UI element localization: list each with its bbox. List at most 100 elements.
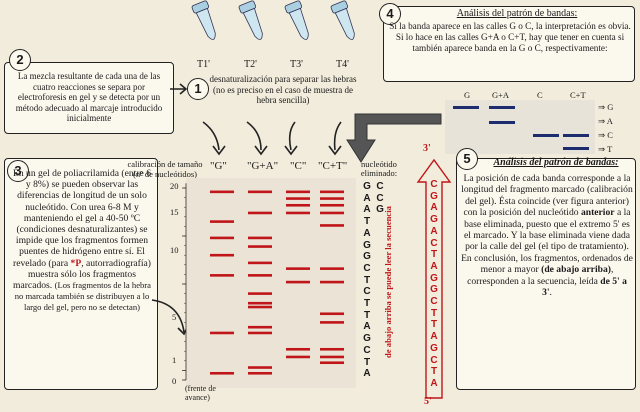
mini-lane-g: G (464, 90, 471, 100)
sequence-letter: C (430, 354, 438, 366)
red-seq-3prime: 3' (423, 143, 431, 154)
sequence-letter: G (363, 251, 371, 263)
sequence-letter: C (363, 286, 371, 298)
tube-3 (284, 0, 309, 40)
red-sequence-arrow (416, 158, 452, 399)
front-label: (frente de avance) (185, 384, 216, 402)
vertical-note-wrap: de abajo arriba se puede leer la secuenc… (380, 185, 396, 385)
step-4-title: Análisis del patrón de bandas: (456, 8, 578, 19)
lane-label-g: "G" (210, 160, 227, 172)
sequence-letter: T (363, 356, 371, 368)
gel-band (286, 197, 310, 200)
gel-band (320, 321, 344, 324)
gel-band (286, 211, 310, 215)
tick-15: 15 (170, 207, 179, 217)
removed-nucleotide-label: nucleótido eliminado: (360, 159, 398, 178)
sequence-letter: A (430, 225, 438, 237)
sequence-letter: C (430, 237, 438, 249)
out-t: ⇒ T (598, 144, 613, 154)
sequence-letter: T (363, 298, 371, 309)
gel-band (248, 292, 272, 295)
sequence-letter: T (363, 274, 371, 286)
gel-band (286, 355, 310, 359)
vertical-note: de abajo arriba se puede leer la secuenc… (383, 206, 393, 358)
gel-band (320, 347, 344, 351)
gel-band (320, 312, 344, 316)
gel-band (248, 236, 272, 240)
step-4-text: Si la banda aparece en las calles G o C,… (389, 21, 631, 53)
step-1-badge: 1 (187, 78, 209, 100)
sequence-letter: C (430, 179, 438, 190)
sequence-letter: A (363, 368, 371, 380)
tube-4 (330, 0, 355, 40)
tube-1 (191, 0, 216, 40)
lane-label-ct: "C+T" (318, 160, 348, 172)
out-a: ⇒ A (598, 116, 613, 126)
gel-band (320, 203, 344, 207)
gel-band (320, 197, 344, 200)
gel-band (286, 267, 310, 270)
gel-band (248, 190, 272, 194)
sequence-letter: G (430, 284, 438, 296)
step-2-arrow (170, 83, 188, 95)
lane-label-ga: "G+A" (247, 160, 279, 172)
step-5-box (456, 158, 636, 390)
tick-10: 10 (170, 245, 179, 255)
step-3-text: En un gel de poliacrilamida (entre 6 y 8… (13, 168, 151, 313)
gel-band (248, 371, 272, 375)
gel-band (210, 371, 234, 375)
tick-5: 5 (172, 312, 177, 322)
step-2-box (4, 62, 174, 134)
sequence-letter: A (363, 204, 371, 216)
step-5-title: Análisis del patrón de bandas: (493, 157, 619, 168)
gray-arrow (346, 113, 442, 163)
step-2-badge: 2 (9, 49, 31, 71)
gel-band (248, 274, 272, 277)
tube-2 (238, 0, 263, 40)
sequence-letter: T (430, 249, 438, 261)
sequence-letter: A (363, 192, 371, 204)
sequence-letter: G (376, 204, 384, 216)
gel-band (320, 280, 344, 284)
sequence-letter: C (363, 344, 371, 356)
sequence-letter: C (376, 192, 384, 204)
out-g: ⇒ G (598, 102, 614, 112)
sequence-letter: G (430, 214, 438, 226)
step-2-text: La mezcla resultante de cada una de las … (15, 71, 163, 123)
sequence-letter: A (430, 377, 438, 389)
step-3-box (4, 158, 158, 390)
sequence-letter: T (430, 307, 438, 319)
sequence-letter: G (430, 272, 438, 284)
gel-bands (182, 183, 344, 381)
sequence-letter: G (430, 342, 438, 354)
step-3-badge: 3 (7, 160, 29, 182)
sequence-letter: T (363, 216, 371, 228)
gel-band (286, 203, 310, 207)
step-4-badge: 4 (379, 3, 401, 25)
tick-0: 0 (172, 376, 177, 386)
mini-lane-c: C (537, 90, 543, 100)
tube-label-1: T1' (197, 59, 210, 70)
gel-band (248, 366, 272, 369)
denaturation-arrows (202, 121, 342, 156)
sequence-letter: A (430, 202, 438, 214)
sequence-letter: C (430, 296, 438, 307)
gel-band (248, 305, 272, 309)
sequence-letter: G (430, 190, 438, 202)
gel-band (248, 261, 272, 265)
mini-lane-ga: G+A (492, 90, 510, 100)
mini-gel (445, 100, 595, 154)
sequence-letter: A (363, 227, 371, 239)
sequence-letter: C (363, 262, 371, 274)
gel-band (320, 267, 344, 270)
gel-band (286, 190, 310, 194)
sequence-letter: T (363, 309, 371, 321)
red-seq-5prime: 5' (424, 396, 432, 407)
calibration-label: calibración de tamaño (nº de nucleótidos… (127, 159, 203, 179)
sequence-letter: G (363, 181, 371, 192)
lane-label-c: "C" (290, 160, 307, 172)
sequence-letter: T (430, 319, 438, 331)
gel-band (210, 236, 234, 240)
tube-label-4: T4' (336, 59, 349, 70)
gel-band (210, 253, 234, 257)
